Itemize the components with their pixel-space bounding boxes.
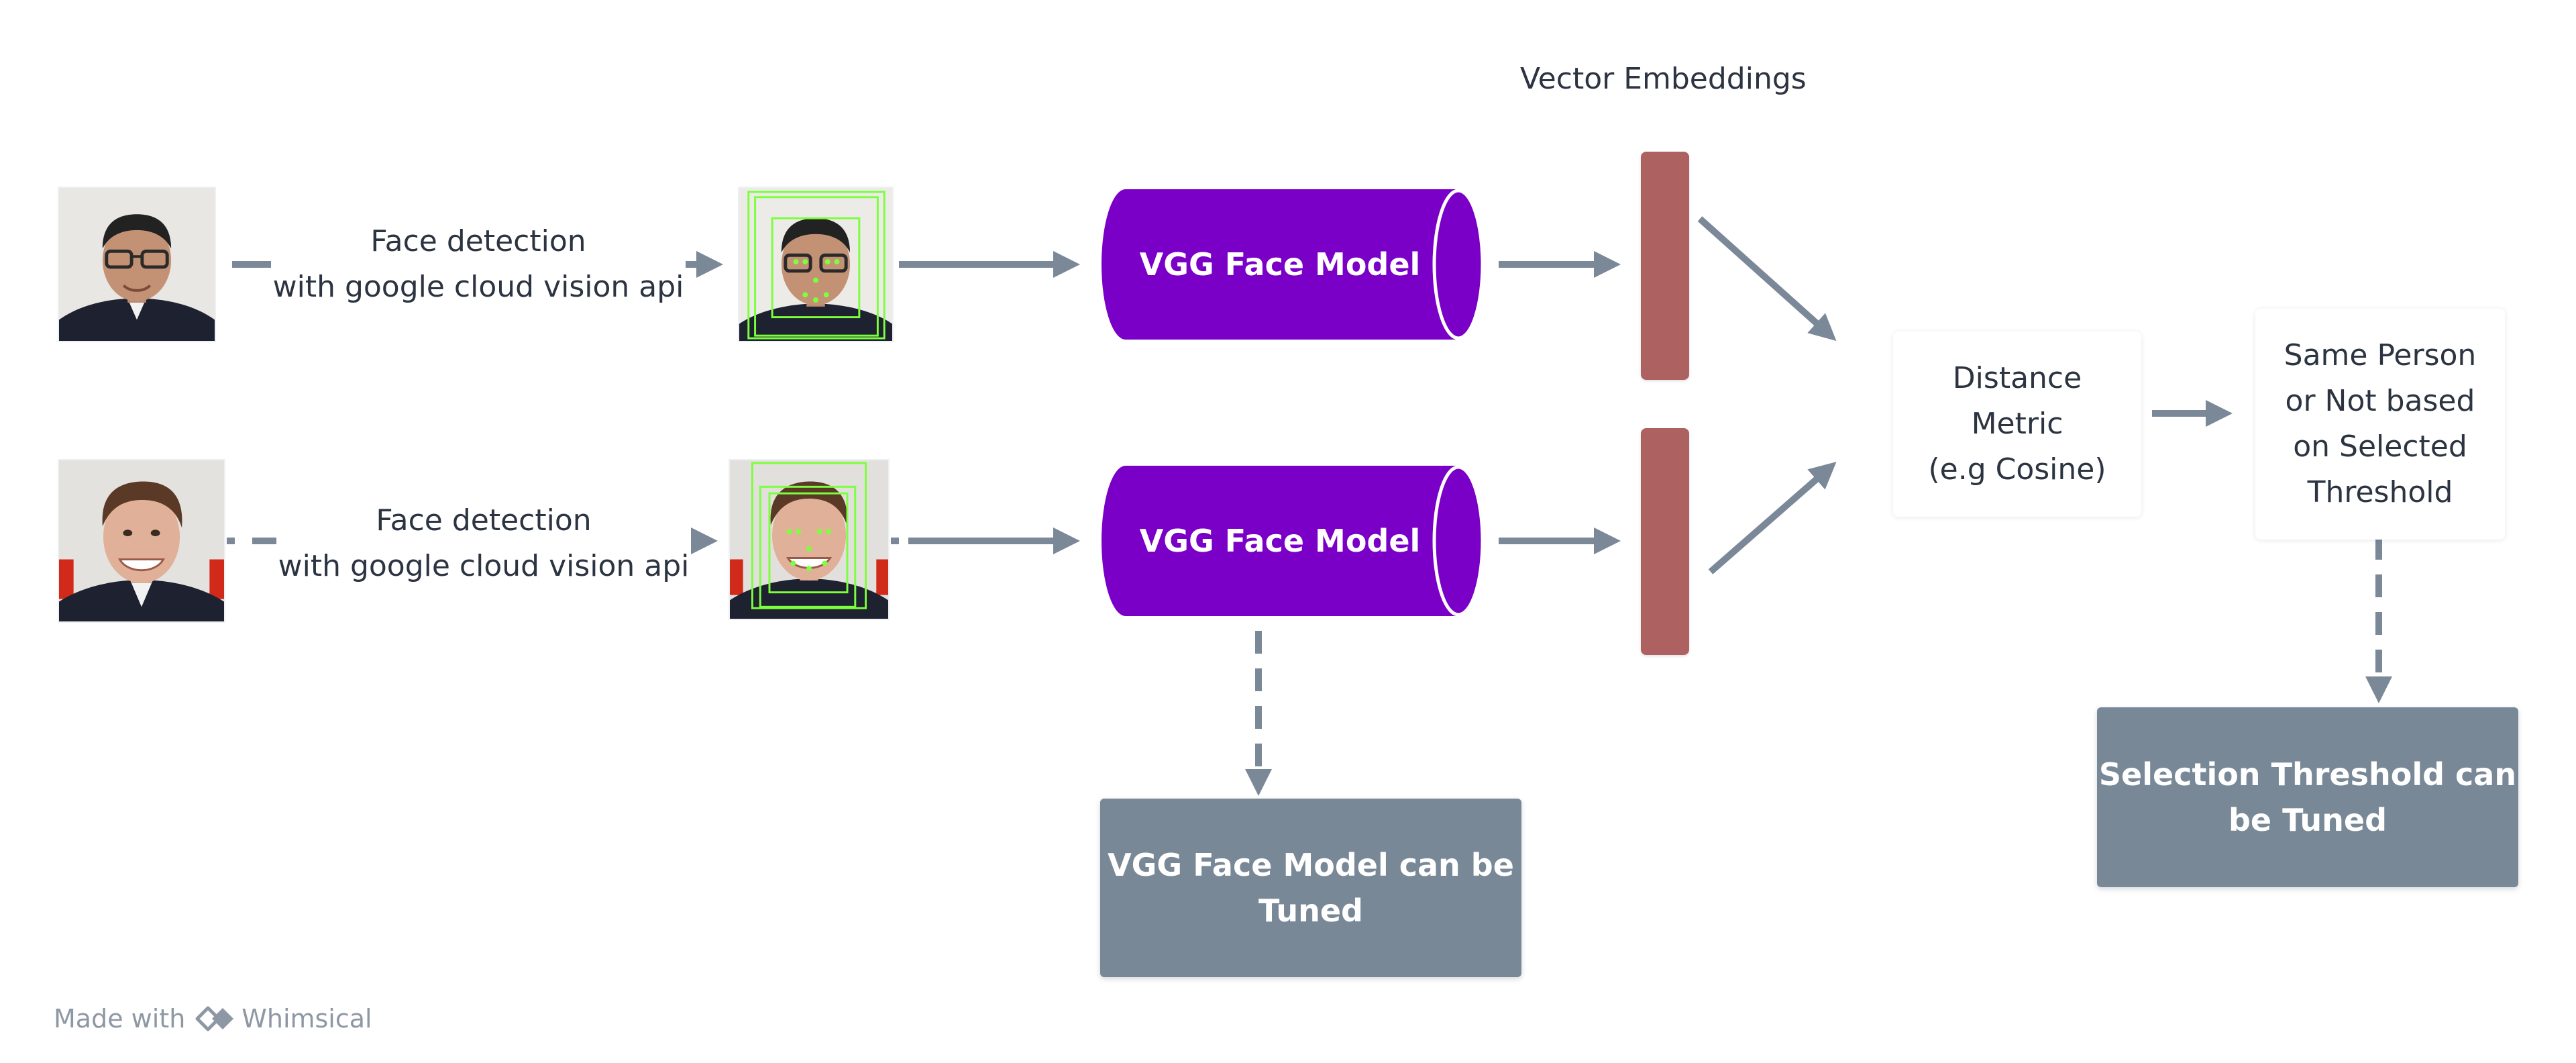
vgg-face-model-cylinder-2: VGG Face Model <box>1099 466 1485 616</box>
distance-line2: Metric <box>1971 407 2063 441</box>
detection-label-line1: Face detection <box>376 503 592 538</box>
detected-face-photo-2 <box>729 459 890 620</box>
distance-metric-node: Distance Metric (e.g Cosine) <box>1893 332 2141 517</box>
person-photo-2 <box>58 459 225 623</box>
detection-label-2: Face detection with google cloud vision … <box>276 498 691 589</box>
threshold-tunable-note: Selection Threshold can be Tuned <box>2097 707 2518 887</box>
person-photo-1 <box>58 187 216 342</box>
decision-line4: Threshold <box>2307 475 2453 509</box>
vgg-face-model-label-2: VGG Face Model <box>1139 523 1421 559</box>
vgg-face-model-label-1: VGG Face Model <box>1139 246 1421 283</box>
same-person-decision-node: Same Person or Not based on Selected Thr… <box>2255 309 2505 540</box>
detected-face-photo-1 <box>738 187 894 342</box>
detection-label-line2: with google cloud vision api <box>278 549 690 583</box>
distance-line3: (e.g Cosine) <box>1928 452 2106 487</box>
detection-label-line1: Face detection <box>370 224 586 258</box>
threshold-tunable-line2: be Tuned <box>2228 802 2387 838</box>
detection-label-line2: with google cloud vision api <box>272 270 684 304</box>
detection-label-1: Face detection with google cloud vision … <box>271 219 686 310</box>
connector-embedding1-to-distance <box>1697 216 1837 342</box>
embedding-vector-1 <box>1641 152 1689 380</box>
threshold-tunable-line1: Selection Threshold can <box>2098 756 2517 793</box>
made-with-whimsical-footer[interactable]: Made with Whimsical <box>54 1004 372 1033</box>
connector-embedding2-to-distance <box>1708 462 1837 574</box>
embedding-vector-2 <box>1641 428 1689 655</box>
model-tunable-line1: VGG Face Model can be <box>1108 847 1514 883</box>
model-tunable-line2: Tuned <box>1258 893 1363 929</box>
decision-line3: on Selected <box>2293 429 2467 464</box>
vgg-face-model-cylinder-1: VGG Face Model <box>1099 189 1485 340</box>
footer-brand: Whimsical <box>241 1004 372 1033</box>
whimsical-logo-icon <box>195 1006 234 1031</box>
vector-embeddings-heading: Vector Embeddings <box>1520 62 1807 96</box>
footer-prefix: Made with <box>54 1004 186 1033</box>
decision-line2: or Not based <box>2285 384 2475 418</box>
distance-line1: Distance <box>1952 361 2082 395</box>
model-tunable-note: VGG Face Model can be Tuned <box>1100 799 1521 977</box>
decision-line1: Same Person <box>2284 338 2477 372</box>
